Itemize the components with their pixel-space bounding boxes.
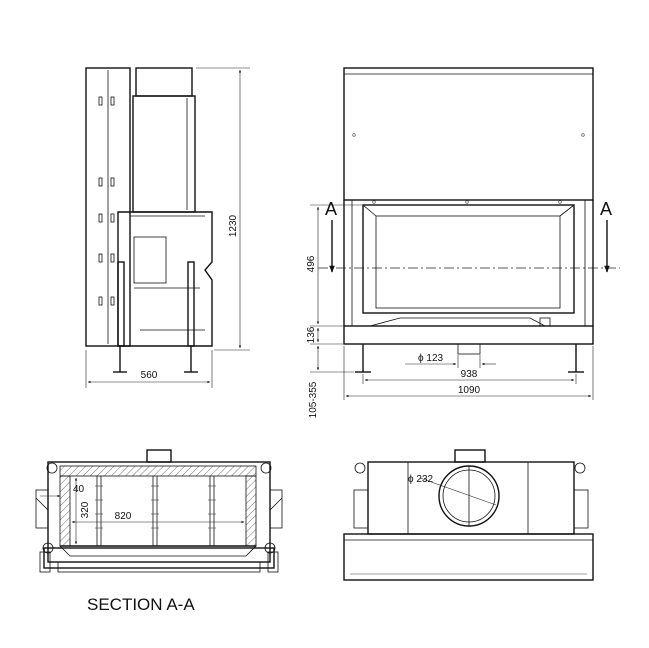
dim-feet-range: 105-355 [308, 381, 319, 418]
section-marker-left: A [325, 199, 337, 219]
dim-front-glass-height: 496 [306, 255, 317, 272]
top-view [343, 449, 594, 581]
front-view [310, 67, 620, 400]
dim-side-height: 1230 [228, 214, 239, 237]
dim-front-width: 1090 [458, 385, 481, 396]
dim-front-inner: 938 [461, 369, 478, 380]
section-marker-right: A [600, 199, 612, 219]
dim-front-base-height: 136 [306, 326, 317, 343]
section-caption: SECTION A-A [87, 595, 195, 614]
dim-plan-width-820: 820 [115, 511, 132, 522]
dim-plan-depth-40: 40 [73, 484, 85, 495]
dim-flue-diameter-plan: ϕ 232 [408, 474, 434, 485]
dim-flue-diameter-front: ϕ 123 [418, 353, 444, 364]
dim-plan-depth-320: 320 [80, 501, 91, 518]
side-view [85, 67, 250, 388]
dim-side-depth: 560 [141, 370, 158, 381]
section-plan [35, 449, 283, 573]
